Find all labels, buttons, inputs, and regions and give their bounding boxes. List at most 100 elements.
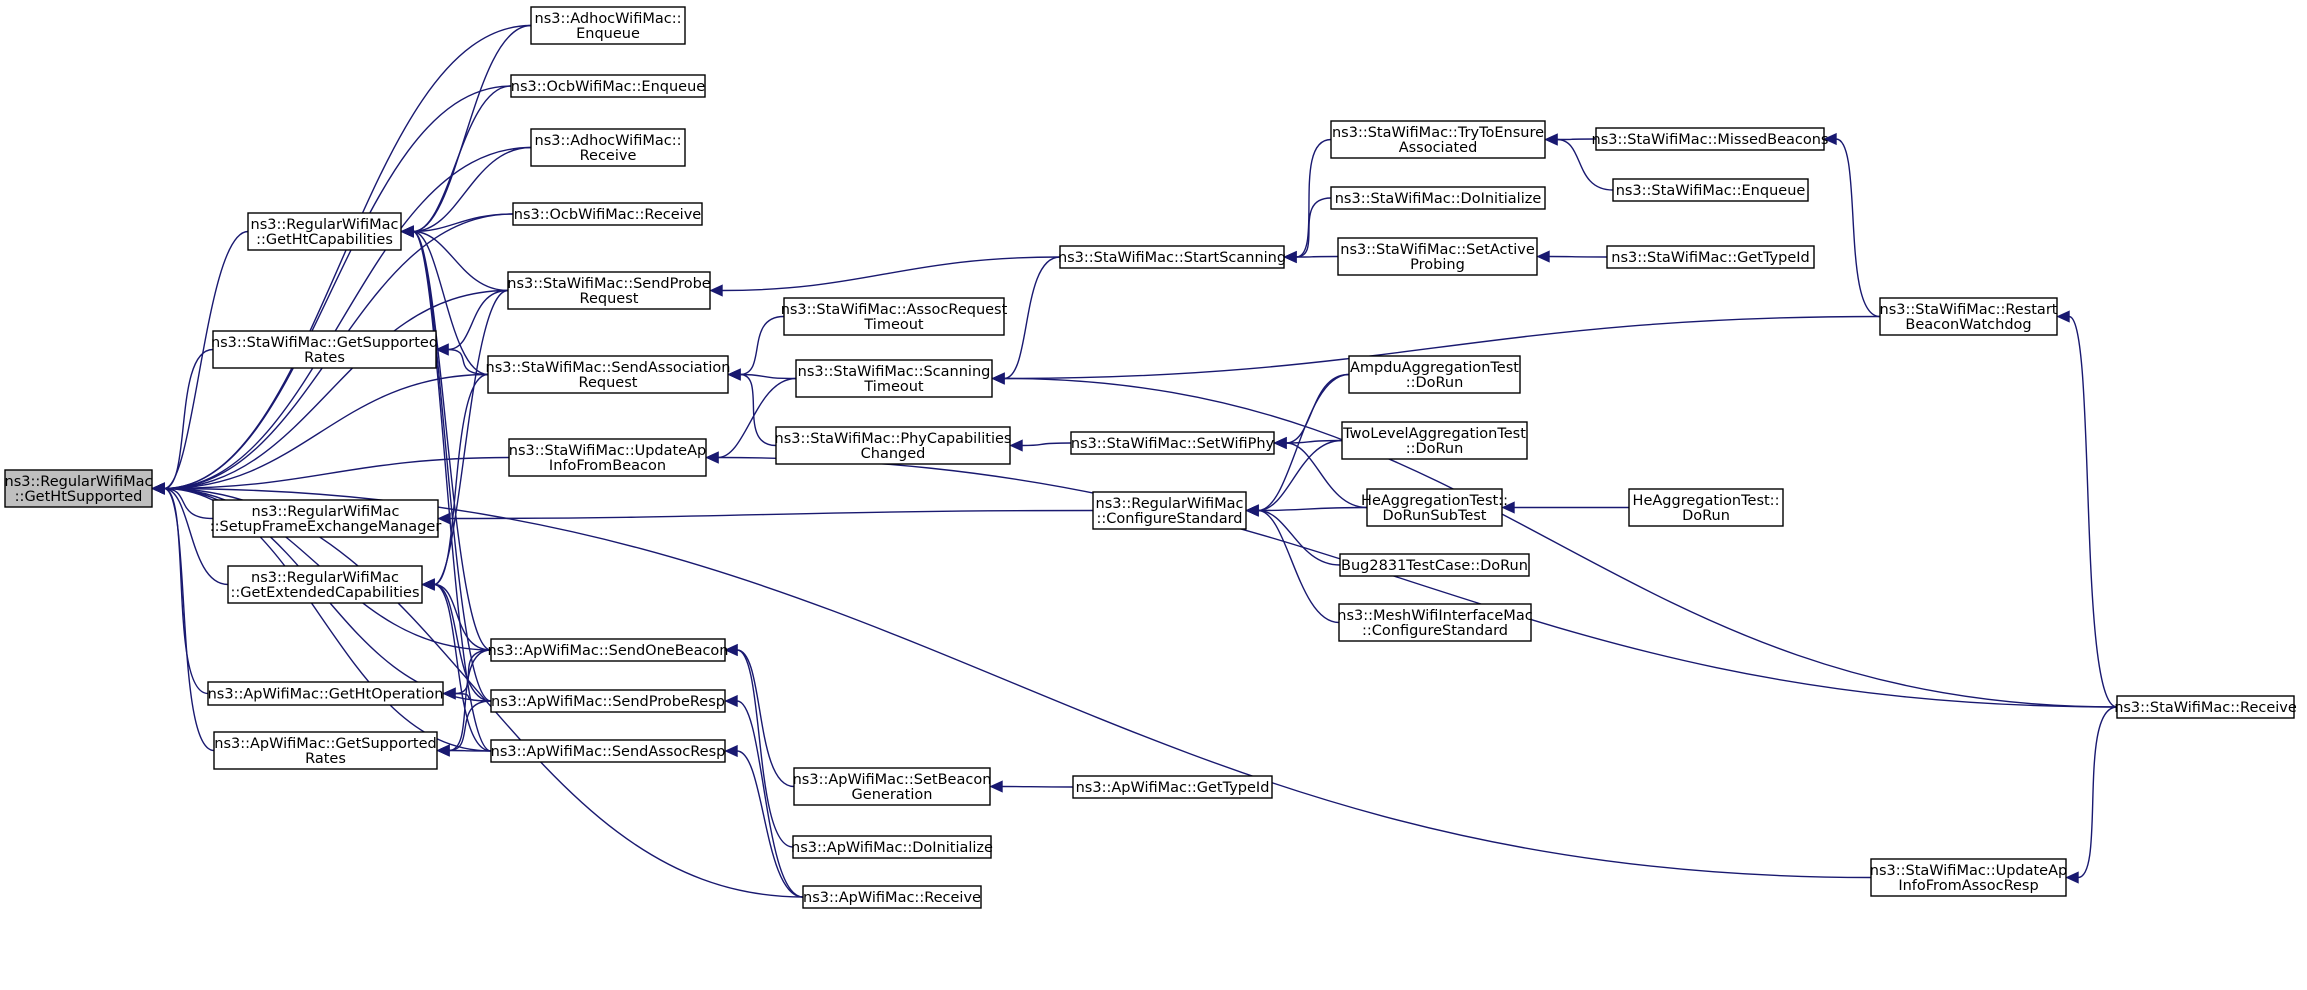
node-label: ns3::ApWifiMac::SetBeacon <box>793 772 992 788</box>
node-label: Rates <box>305 751 346 767</box>
node-bug2831[interactable]: Bug2831TestCase::DoRun <box>1339 553 1530 577</box>
node-label: ns3::RegularWifiMac <box>251 570 399 586</box>
node-label: ns3::AdhocWifiMac:: <box>535 133 682 149</box>
node-root[interactable]: ns3::RegularWifiMac::GetHtSupported <box>4 469 153 508</box>
node-label: ns3::OcbWifiMac::Enqueue <box>511 79 706 95</box>
node-label: ns3::ApWifiMac::SendProbeResp <box>491 694 725 710</box>
node-heaggrun[interactable]: HeAggregationTest::DoRun <box>1628 488 1784 527</box>
node-stadoinit[interactable]: ns3::StaWifiMac::DoInitialize <box>1330 186 1546 210</box>
node-label: Timeout <box>863 317 924 333</box>
node-label: ns3::StaWifiMac::SetWifiPhy <box>1071 436 1275 452</box>
node-label: ns3::ApWifiMac::SendOneBeacon <box>487 643 728 659</box>
node-sendonebeacon[interactable]: ns3::ApWifiMac::SendOneBeacon <box>487 638 729 662</box>
edge-restartbw-to-missedbeacons <box>1823 132 1881 318</box>
node-ocbenq[interactable]: ns3::OcbWifiMac::Enqueue <box>510 74 706 98</box>
edge-sendproberesp-to-apgethtop <box>442 687 492 702</box>
edge-configstd-to-setupfem <box>437 509 1094 525</box>
node-label: ns3::StaWifiMac::Scanning <box>798 364 991 380</box>
node-label: Timeout <box>863 379 924 395</box>
node-setwifiphy[interactable]: ns3::StaWifiMac::SetWifiPhy <box>1070 431 1275 455</box>
node-label: ns3::ApWifiMac::SendAssocResp <box>491 744 726 760</box>
node-label: ns3::ApWifiMac::Receive <box>803 890 981 906</box>
node-label: ns3::StaWifiMac::GetSupported <box>211 335 438 351</box>
node-adhocenq[interactable]: ns3::AdhocWifiMac::Enqueue <box>530 6 686 45</box>
node-setupfem[interactable]: ns3::RegularWifiMac::SetupFrameExchangeM… <box>210 499 442 538</box>
node-label: Enqueue <box>576 26 640 42</box>
node-updateapassoc[interactable]: ns3::StaWifiMac::UpdateApInfoFromAssocRe… <box>1870 858 2067 897</box>
node-sendproberesp[interactable]: ns3::ApWifiMac::SendProbeResp <box>490 689 726 713</box>
node-label: ns3::StaWifiMac::MissedBeacons <box>1592 132 1829 148</box>
edge-starecv-to-restartbw <box>2056 310 2118 708</box>
node-label: ns3::StaWifiMac::UpdateAp <box>509 443 706 459</box>
node-label: ns3::MeshWifiInterfaceMac <box>1337 608 1532 624</box>
node-label: TwoLevelAggregationTest <box>1342 426 1526 442</box>
node-missedbeacons[interactable]: ns3::StaWifiMac::MissedBeacons <box>1592 127 1829 151</box>
node-configstd[interactable]: ns3::RegularWifiMac::ConfigureStandard <box>1092 491 1247 530</box>
node-twolevel[interactable]: TwoLevelAggregationTest::DoRun <box>1341 421 1528 460</box>
node-label: ns3::RegularWifiMac <box>252 504 400 520</box>
node-apdoinit[interactable]: ns3::ApWifiMac::DoInitialize <box>791 835 993 859</box>
node-ocbrecv[interactable]: ns3::OcbWifiMac::Receive <box>512 202 703 226</box>
node-label: ::DoRun <box>1406 441 1464 457</box>
node-ampdu[interactable]: AmpduAggregationTest::DoRun <box>1348 355 1521 394</box>
node-staenqueue[interactable]: ns3::StaWifiMac::Enqueue <box>1612 178 1809 202</box>
node-label: ns3::ApWifiMac::DoInitialize <box>791 840 993 856</box>
node-label: InfoFromBeacon <box>549 458 666 474</box>
node-label: ns3::ApWifiMac::GetHtOperation <box>208 687 444 703</box>
edge-starecv-to-updateapbeacon <box>705 451 2118 708</box>
node-label: HeAggregationTest:: <box>1361 493 1508 509</box>
node-label: ns3::StaWifiMac::AssocRequest <box>781 302 1008 318</box>
edge-heaggrun-to-heaggsub <box>1501 501 1630 514</box>
edge-stagetsup-to-root <box>151 348 214 495</box>
node-label: ns3::ApWifiMac::GetTypeId <box>1076 780 1270 796</box>
function-nodes: ns3::RegularWifiMac::GetHtSupportedns3::… <box>4 6 2297 909</box>
node-sendassocresp[interactable]: ns3::ApWifiMac::SendAssocResp <box>490 739 726 763</box>
node-label: Rates <box>304 350 345 366</box>
edge-sendassoc-to-getext <box>421 373 489 591</box>
node-label: Request <box>579 375 638 391</box>
edge-sendassocresp-to-getext <box>421 578 492 752</box>
edge-setwifiphy-to-phycap <box>1009 439 1072 452</box>
node-label: AmpduAggregationTest <box>1350 360 1519 376</box>
edge-sendassoc-to-stagetsup <box>435 343 489 376</box>
node-label: ns3::AdhocWifiMac:: <box>535 11 682 27</box>
node-getext[interactable]: ns3::RegularWifiMac::GetExtendedCapabili… <box>227 565 423 604</box>
node-label: Changed <box>861 446 926 462</box>
edge-phycap-to-sendassoc <box>727 368 777 447</box>
edge-aprecv-to-sendproberesp <box>724 694 804 898</box>
node-getht[interactable]: ns3::RegularWifiMac::GetHtCapabilities <box>247 212 402 251</box>
edge-adhocenq-to-getht <box>400 24 532 238</box>
node-label: InfoFromAssocResp <box>1898 878 2038 894</box>
node-aprecv[interactable]: ns3::ApWifiMac::Receive <box>802 885 982 909</box>
edge-apgettypeid-to-setbeacongen <box>989 780 1074 793</box>
edge-aprecv-to-sendassocresp <box>724 744 804 898</box>
node-label: ns3::StaWifiMac::DoInitialize <box>1335 191 1542 207</box>
node-apgettypeid[interactable]: ns3::ApWifiMac::GetTypeId <box>1072 775 1273 799</box>
node-apgethtop[interactable]: ns3::ApWifiMac::GetHtOperation <box>207 681 444 706</box>
node-startscan[interactable]: ns3::StaWifiMac::StartScanning <box>1058 245 1286 269</box>
node-adhocrecv[interactable]: ns3::AdhocWifiMac::Receive <box>530 128 686 167</box>
node-label: ns3::ApWifiMac::GetSupported <box>214 736 436 752</box>
node-label: ::ConfigureStandard <box>1096 511 1242 527</box>
node-label: ns3::RegularWifiMac <box>251 217 399 233</box>
node-label: ns3::StaWifiMac::SendAssociation <box>486 360 731 376</box>
node-meshconfig[interactable]: ns3::MeshWifiInterfaceMac::ConfigureStan… <box>1337 603 1533 642</box>
edge-ocbenq-to-root <box>151 85 512 495</box>
node-stagettypeid[interactable]: ns3::StaWifiMac::GetTypeId <box>1606 245 1815 269</box>
node-label: ns3::OcbWifiMac::Receive <box>514 207 701 223</box>
node-starecv[interactable]: ns3::StaWifiMac::Receive <box>2114 695 2297 719</box>
node-heaggsub[interactable]: HeAggregationTest::DoRunSubTest <box>1361 488 1508 527</box>
